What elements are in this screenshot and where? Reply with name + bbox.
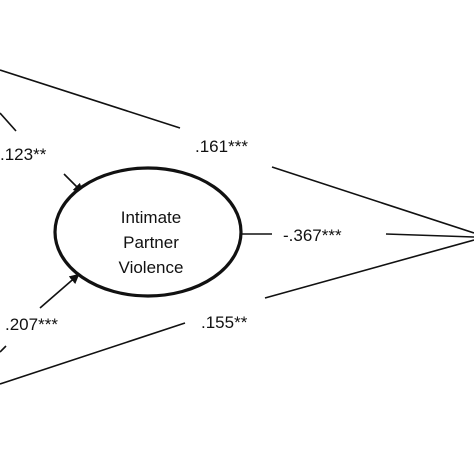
path-line-bottom-to-mediator-a xyxy=(0,345,7,353)
coef-top-to-mediator: .123** xyxy=(0,145,47,164)
path-line-top-to-outcome-a xyxy=(0,69,181,129)
mediator-label-line-3: Violence xyxy=(119,258,184,277)
mediator-label-line-1: Intimate xyxy=(121,208,181,227)
coef-bottom-to-mediator: .207*** xyxy=(5,315,58,334)
path-line-bottom-to-outcome-a xyxy=(0,322,186,385)
path-line-top-to-outcome-b xyxy=(271,166,474,234)
path-line-bottom-to-outcome-b xyxy=(264,239,474,299)
path-line-mediator-to-outcome-b xyxy=(385,233,474,238)
coef-mediator-to-outcome: -.367*** xyxy=(283,226,342,245)
mediator-node-ellipse xyxy=(53,166,243,298)
mediator-label-line-2: Partner xyxy=(123,233,179,252)
coef-bottom-to-outcome: .155** xyxy=(201,313,248,332)
path-line-top-to-mediator-a xyxy=(0,112,17,132)
path-arrow-bottom-to-mediator xyxy=(39,273,80,309)
coef-top-to-outcome: .161*** xyxy=(195,137,248,156)
